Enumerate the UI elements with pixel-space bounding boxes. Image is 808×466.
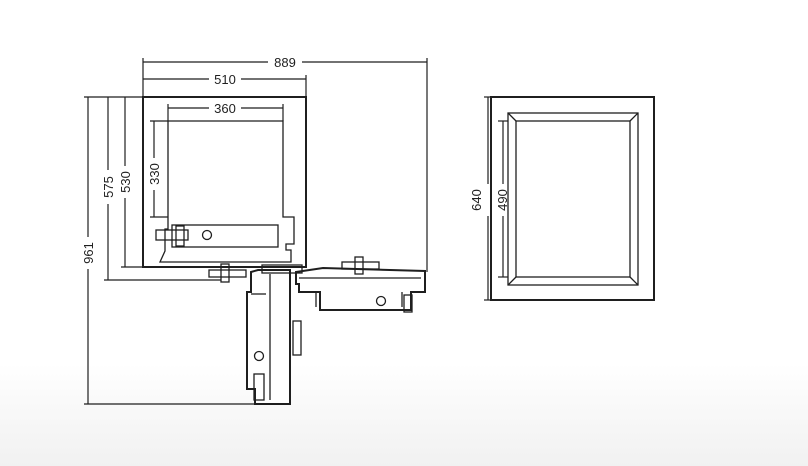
door-frame-outer bbox=[507, 112, 639, 286]
top-view bbox=[142, 96, 426, 405]
dimensions-front-view: 640 490 bbox=[469, 96, 510, 301]
door-bevel-bl bbox=[507, 276, 517, 286]
cabinet-rail bbox=[171, 224, 279, 248]
vdrawer-clamp-bottom bbox=[253, 373, 265, 401]
dimensions-top-view: 889 510 360 330 530 575 9 bbox=[81, 55, 428, 405]
dim-inner-width: 360 bbox=[214, 101, 236, 116]
dim-door-height: 640 bbox=[469, 189, 484, 211]
door-bevel-br bbox=[629, 276, 639, 286]
dim-overall-width: 889 bbox=[274, 55, 296, 70]
cabinet-outline bbox=[142, 96, 307, 268]
dim-inner-height: 330 bbox=[147, 163, 162, 185]
drawer-clamp-right bbox=[403, 294, 413, 313]
dim-door-inner-height: 490 bbox=[495, 189, 510, 211]
vdrawer-knob bbox=[253, 350, 265, 362]
drawer-clamp-top bbox=[341, 261, 380, 270]
dim-cabinet-height-inner: 530 bbox=[118, 171, 133, 193]
drawer-clamp-post bbox=[354, 256, 364, 275]
dim-cabinet-height-outer: 575 bbox=[101, 176, 116, 198]
door-bevel-tr bbox=[629, 112, 639, 122]
door-frame-inner bbox=[515, 120, 631, 278]
vdrawer-clamp-side bbox=[292, 320, 302, 356]
rail-clamp-left bbox=[155, 229, 189, 241]
vertical-drawer bbox=[246, 269, 291, 405]
door-outer bbox=[490, 96, 655, 301]
rail-clamp-post bbox=[175, 225, 185, 247]
dim-cabinet-width: 510 bbox=[214, 72, 236, 87]
vdrawer-clamp-top bbox=[208, 269, 247, 278]
front-view-door bbox=[490, 96, 655, 301]
dim-total-height: 961 bbox=[81, 242, 96, 264]
drawer-knob bbox=[375, 295, 387, 307]
vdrawer-clamp-post bbox=[220, 263, 230, 283]
rail-knob bbox=[201, 229, 213, 241]
hinge-block bbox=[261, 264, 303, 274]
door-bevel-tl bbox=[507, 112, 517, 122]
cabinet-opening bbox=[158, 120, 295, 263]
